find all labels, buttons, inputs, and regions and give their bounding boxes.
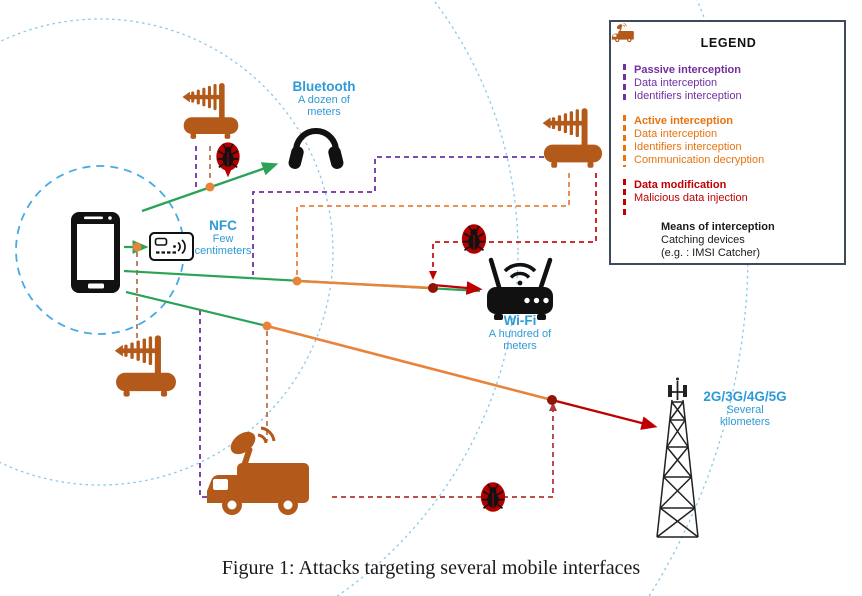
legend-passive-line2: Identifiers interception: [634, 90, 742, 102]
wifi-link-line-red: [432, 281, 483, 295]
catching-antenna-router-bottom-left: [114, 335, 176, 397]
legend-passive-line1: Data interception: [634, 77, 718, 89]
modification-dot-wifi: [428, 283, 438, 293]
headphones-icon: [288, 128, 344, 169]
figure-caption: Figure 1: Attacks targeting several mobi…: [221, 557, 641, 579]
active-tap-dot-cellular: [262, 321, 272, 331]
bluetooth-title: Bluetooth: [292, 79, 356, 94]
cellular-range-line1: Several: [726, 404, 764, 417]
active-tap-dot-nfc: [132, 242, 142, 252]
cellular-title: 2G/3G/4G/5G: [703, 389, 787, 404]
legend-title: LEGEND: [700, 36, 757, 50]
interception-points: [132, 182, 557, 405]
passive-path-cellular: [199, 310, 210, 498]
bluetooth-range-ring: [0, 18, 334, 486]
legend-box: LEGEND Passive interception Data interce…: [609, 20, 846, 265]
nfc-label: NFC Few centimeters: [178, 218, 268, 258]
nfc-reader-icon: [149, 232, 194, 261]
attack-paths: [136, 146, 597, 498]
catching-antenna-router-top-right: [542, 108, 603, 168]
legend-passive-heading: Passive interception: [634, 64, 741, 76]
legend-entry-passive: Passive interception Data interception I…: [623, 64, 834, 103]
legend-entry-means: Means of interception Catching devices (…: [623, 221, 834, 260]
active-tap-dot-wifi: [292, 276, 302, 286]
legend-means-heading: Means of interception: [661, 221, 775, 233]
wifi-link-line-orange: [296, 279, 434, 290]
malware-bug-icon-wifi: [461, 223, 487, 255]
cellular-range-line2: kilometers: [719, 416, 771, 429]
legend-modification-line1: Malicious data injection: [634, 192, 748, 204]
red-dashed-line-swatch: [623, 179, 626, 219]
bluetooth-range-line1: A dozen of: [298, 94, 350, 107]
nfc-title: NFC: [209, 218, 237, 233]
wifi-label: Wi-Fi A hundred of meters: [464, 313, 576, 353]
orange-dashed-line-swatch: [623, 115, 626, 167]
legend-modification-heading: Data modification: [634, 179, 727, 191]
wifi-title: Wi-Fi: [503, 313, 537, 328]
nfc-range-line1: Few: [212, 233, 234, 246]
cellular-link-line-green: [125, 290, 268, 328]
malware-bug-icon-bluetooth: [215, 141, 241, 172]
modification-arrowhead-cellular: [549, 402, 557, 411]
nfc-range-line2: centimeters: [194, 245, 252, 258]
legend-entry-modification: Data modification Malicious data injecti…: [623, 179, 834, 219]
wifi-range-line2: meters: [503, 340, 537, 353]
legend-active-line2: Identifiers interception: [634, 141, 742, 153]
cell-tower-icon: [656, 377, 699, 538]
interception-van-icon: [205, 426, 311, 517]
communication-links: [123, 162, 658, 430]
modification-path-wifi: [432, 173, 597, 271]
legend-means-line2: (e.g. : IMSI Catcher): [661, 247, 761, 259]
modification-path-cellular: [332, 411, 554, 498]
passive-path-wifi: [252, 156, 544, 275]
legend-active-heading: Active interception: [634, 115, 734, 127]
bluetooth-label: Bluetooth A dozen of meters: [264, 79, 384, 119]
wifi-range-line1: A hundred of: [488, 328, 552, 341]
wifi-range-ring: [336, 0, 519, 596]
cellular-link-line-red: [551, 398, 658, 430]
active-path-wifi: [296, 173, 570, 277]
bluetooth-range-line2: meters: [307, 106, 341, 119]
cellular-label: 2G/3G/4G/5G Several kilometers: [686, 389, 804, 429]
legend-means-line1: Catching devices: [661, 234, 745, 246]
modification-arrowhead-wifi: [429, 271, 437, 280]
wifi-router-icon: [487, 257, 553, 320]
legend-van-icon: [623, 221, 653, 260]
legend-active-line1: Data interception: [634, 128, 718, 140]
active-tap-dot-bluetooth: [205, 182, 215, 192]
purple-dashed-line-swatch: [623, 64, 626, 103]
catching-antenna-router-top: [182, 83, 239, 139]
smartphone-icon: [71, 212, 120, 293]
modification-dot-cellular: [547, 395, 557, 405]
malware-bug-icon-cellular: [480, 481, 506, 513]
cellular-link-line-orange: [266, 324, 553, 402]
legend-active-line3: Communication decryption: [634, 154, 765, 166]
legend-entry-active: Active interception Data interception Id…: [623, 115, 834, 167]
